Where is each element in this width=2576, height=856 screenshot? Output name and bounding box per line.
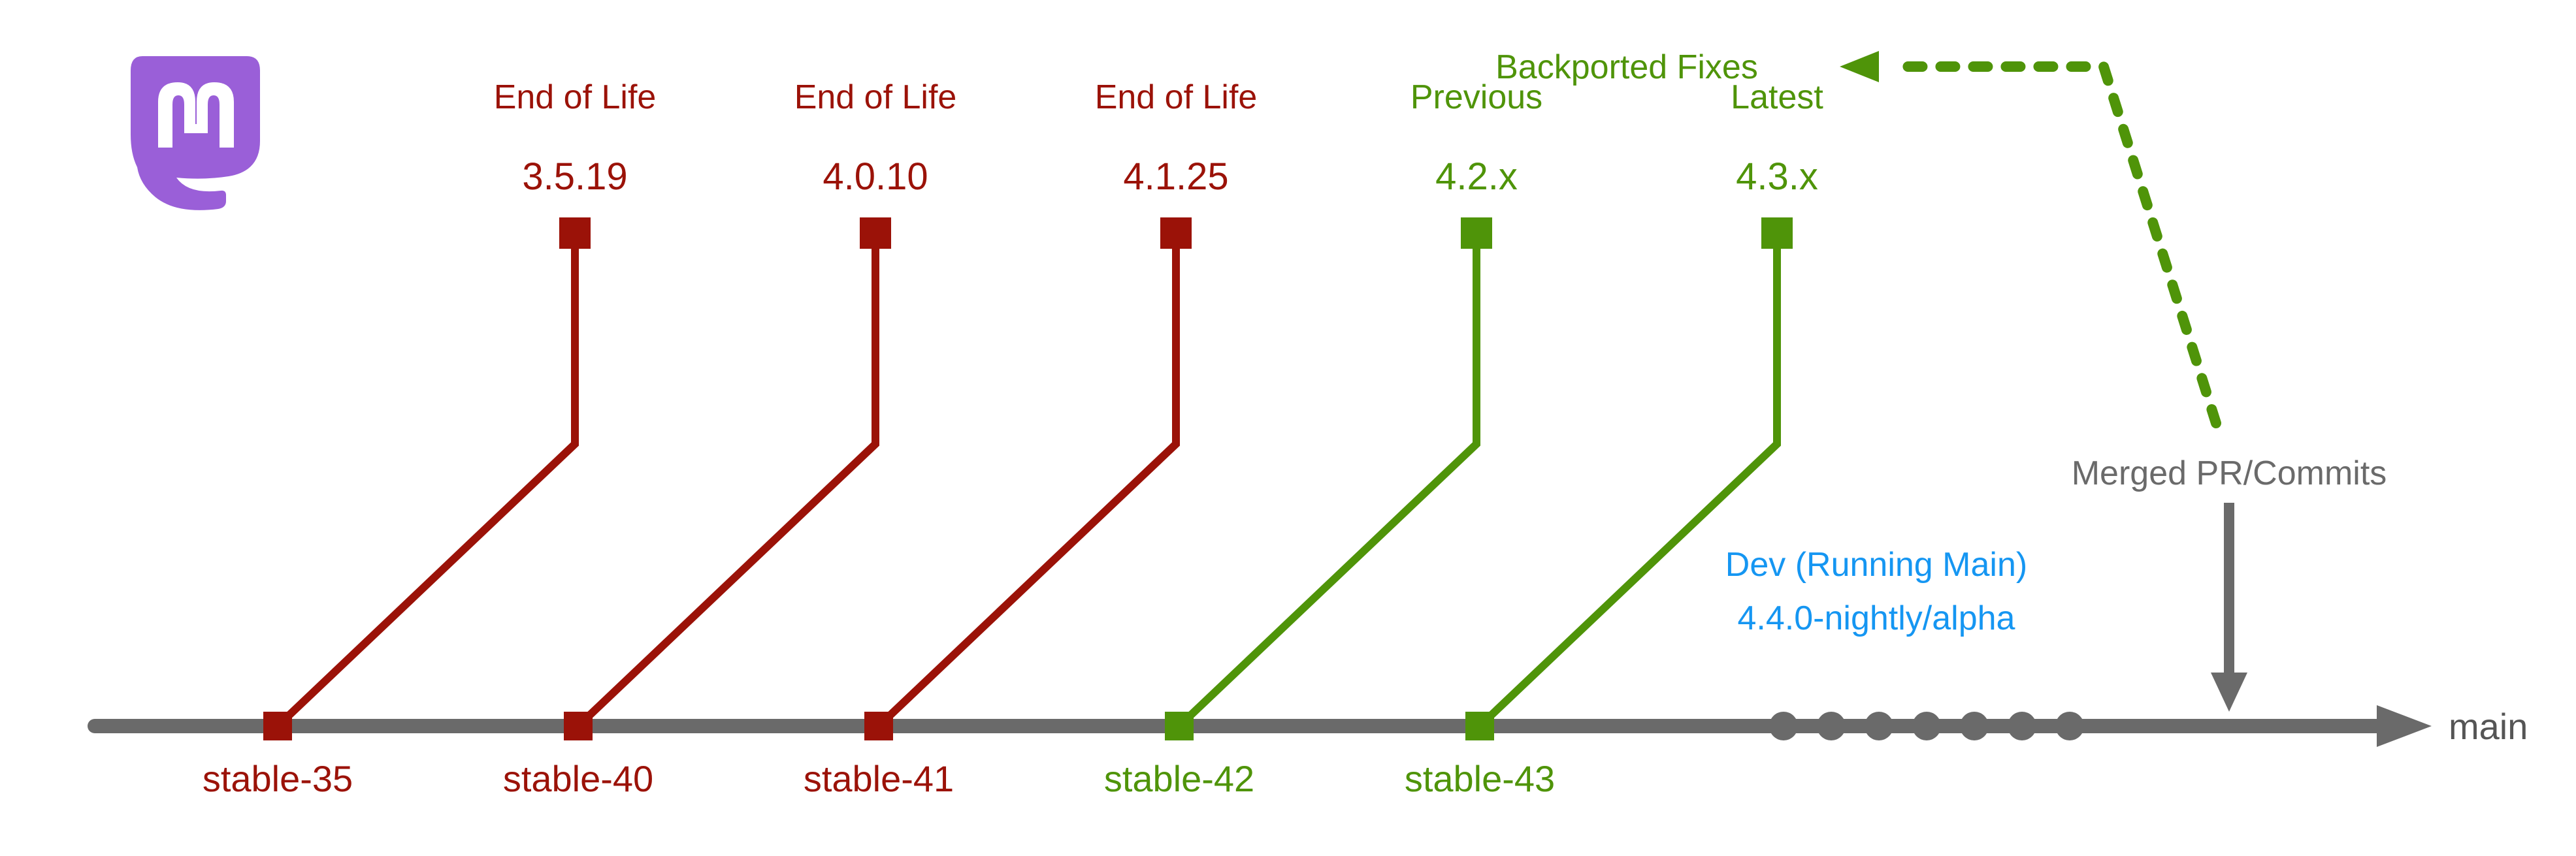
branch-base-marker	[1165, 712, 1194, 740]
branch-version-label: 4.0.10	[823, 155, 928, 198]
branch-line	[875, 233, 1180, 729]
branch-name-label: stable-43	[1405, 758, 1555, 799]
branch-stable-35: End of Life 3.5.19 stable-35	[203, 78, 657, 799]
branch-line	[1476, 233, 1781, 729]
backported-fixes-label: Backported Fixes	[1495, 48, 1758, 86]
dev-title: Dev (Running Main)	[1725, 546, 2027, 584]
nightly-commit-dot	[1769, 712, 1798, 740]
branch-tip-marker	[1160, 217, 1192, 249]
branch-status-label: End of Life	[1095, 78, 1258, 116]
main-branch-label: main	[2449, 706, 2528, 747]
branch-version-label: 3.5.19	[522, 155, 627, 198]
dev-version: 4.4.0-nightly/alpha	[1738, 599, 2015, 637]
nightly-commit-dot	[2008, 712, 2036, 740]
branch-tip-marker	[1461, 217, 1492, 249]
backport-dotted-arrow	[1889, 61, 2221, 428]
branch-version-label: 4.2.x	[1435, 155, 1518, 198]
branch-version-label: 4.3.x	[1736, 155, 1818, 198]
branch-tip-marker	[1761, 217, 1793, 249]
mastodon-logo	[131, 56, 260, 210]
branch-name-label: stable-41	[804, 758, 954, 799]
branch-base-marker	[263, 712, 292, 740]
branch-stable-42: Previous 4.2.x stable-42	[1104, 78, 1542, 799]
branch-line	[274, 233, 579, 729]
branch-base-marker	[864, 712, 893, 740]
branch-name-label: stable-35	[203, 758, 353, 799]
branch-stable-41: End of Life 4.1.25 stable-41	[804, 78, 1258, 799]
merged-pr-commits-label: Merged PR/Commits	[2072, 454, 2387, 492]
branch-status-label: End of Life	[494, 78, 657, 116]
backport-arrowhead	[1840, 51, 1879, 82]
branch-line	[1176, 233, 1480, 729]
branch-name-label: stable-40	[503, 758, 653, 799]
main-branch-arrowhead	[2377, 705, 2432, 747]
merge-arrowhead	[2211, 673, 2247, 712]
branch-base-marker	[564, 712, 593, 740]
branch-status-label: Latest	[1731, 78, 1823, 116]
branch-status-label: Previous	[1410, 78, 1542, 116]
branch-tip-marker	[559, 217, 591, 249]
nightly-commit-dot	[1865, 712, 1893, 740]
nightly-commit-dot	[1960, 712, 1989, 740]
branch-stable-40: End of Life 4.0.10 stable-40	[503, 78, 957, 799]
branch-base-marker	[1465, 712, 1494, 740]
branch-status-label: End of Life	[794, 78, 957, 116]
nightly-commit-dot	[2055, 712, 2084, 740]
branch-version-label: 4.1.25	[1123, 155, 1228, 198]
branch-name-label: stable-42	[1104, 758, 1254, 799]
nightly-commits	[1769, 712, 2084, 740]
nightly-commit-dot	[1912, 712, 1941, 740]
branch-line	[575, 233, 879, 729]
branch-tip-marker	[860, 217, 891, 249]
branch-stable-43: Latest 4.3.x stable-43	[1405, 78, 1824, 799]
nightly-commit-dot	[1817, 712, 1846, 740]
